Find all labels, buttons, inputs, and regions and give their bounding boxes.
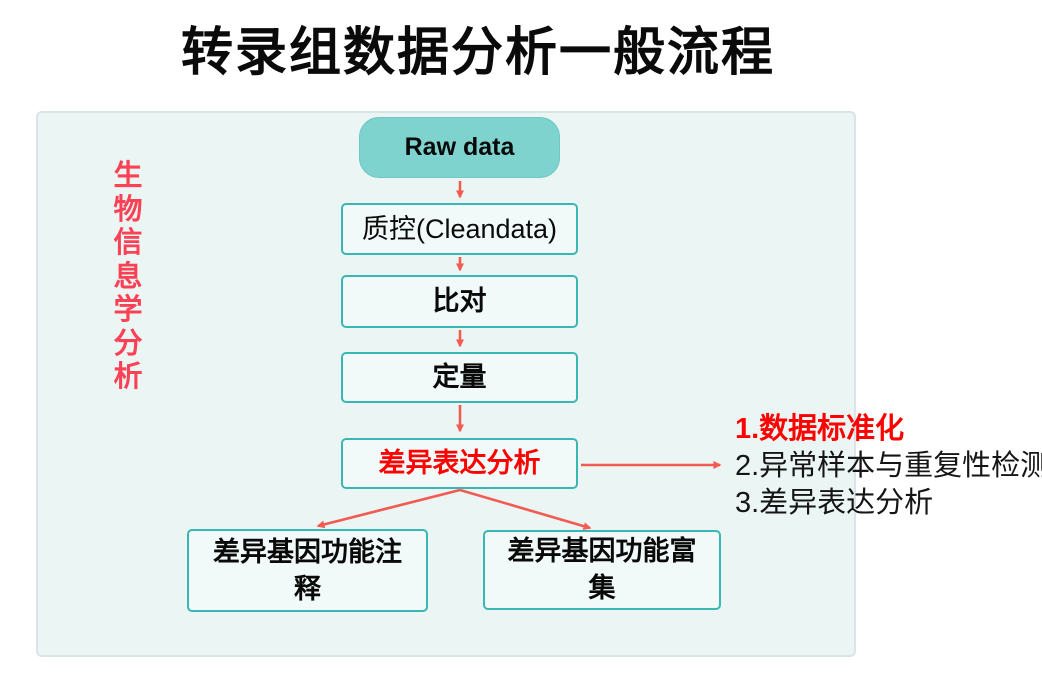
- deg-steps-annotation: 1.数据标准化 2.异常样本与重复性检测 3.差异表达分析: [735, 411, 1042, 522]
- node-quantification: 定量: [341, 352, 578, 403]
- annotation-line-deg-analysis: 3.差异表达分析: [735, 487, 934, 519]
- node-function-annotation: 差异基因功能注释: [187, 529, 428, 612]
- node-quality-control: 质控(Cleandata): [341, 203, 578, 255]
- node-alignment: 比对: [341, 275, 578, 328]
- annotation-line-normalization: 1.数据标准化: [735, 413, 905, 445]
- node-function-enrichment: 差异基因功能富集: [483, 530, 721, 610]
- node-raw-data: Raw data: [359, 117, 560, 178]
- node-differential-expression: 差异表达分析: [341, 438, 578, 489]
- page-title: 转录组数据分析一般流程: [180, 24, 775, 82]
- annotation-line-outlier-check: 2.异常样本与重复性检测: [735, 450, 1042, 482]
- side-label-bioinformatics: 生物信息学分析: [113, 160, 143, 393]
